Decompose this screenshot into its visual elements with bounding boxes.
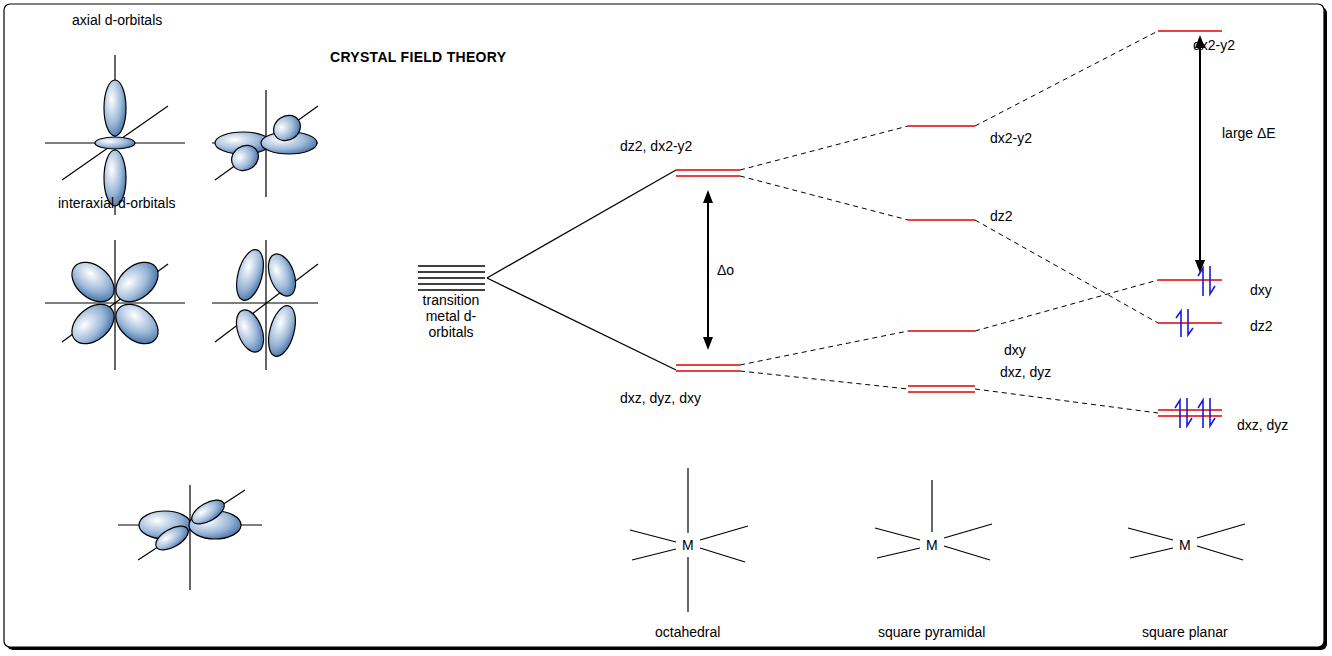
frame	[4, 4, 1324, 647]
level-label: dx2-y2	[990, 130, 1032, 146]
energy-arrows	[703, 35, 1205, 350]
level-label: dxy	[1003, 342, 1027, 358]
energy-levels	[676, 31, 1222, 416]
level-label: dxz, dyz	[1237, 417, 1288, 433]
free-ion-levels	[418, 170, 676, 370]
orbital-drawings	[45, 55, 318, 590]
diagram-title: CRYSTAL FIELD THEORY	[330, 49, 506, 65]
level-label: dxz, dyz	[1000, 364, 1051, 380]
metal-symbol: M	[1179, 537, 1191, 553]
electrons	[1175, 266, 1215, 428]
level-label: dxz, dyz, dxy	[620, 390, 701, 406]
geometry-name: octahedral	[655, 624, 720, 640]
level-label: dx2-y2	[1193, 37, 1235, 53]
geometry-sketches	[630, 468, 1245, 612]
metal-symbol: M	[682, 537, 694, 553]
level-label: dxy	[1250, 282, 1272, 298]
level-caption: transition metal d-orbitals	[406, 292, 496, 340]
group-heading: axial d-orbitals	[72, 12, 162, 28]
gap-label: Δo	[717, 262, 734, 278]
gap-label: large ΔE	[1222, 125, 1276, 141]
metal-symbol: M	[926, 537, 938, 553]
level-label: dz2	[990, 208, 1013, 224]
geometry-name: square pyramidal	[878, 624, 985, 640]
correlation-lines	[740, 31, 1158, 413]
geometry-name: square planar	[1142, 624, 1228, 640]
level-label: dz2	[1250, 318, 1273, 334]
group-heading: interaxial d-orbitals	[58, 195, 176, 211]
level-label: dz2, dx2-y2	[620, 138, 692, 154]
